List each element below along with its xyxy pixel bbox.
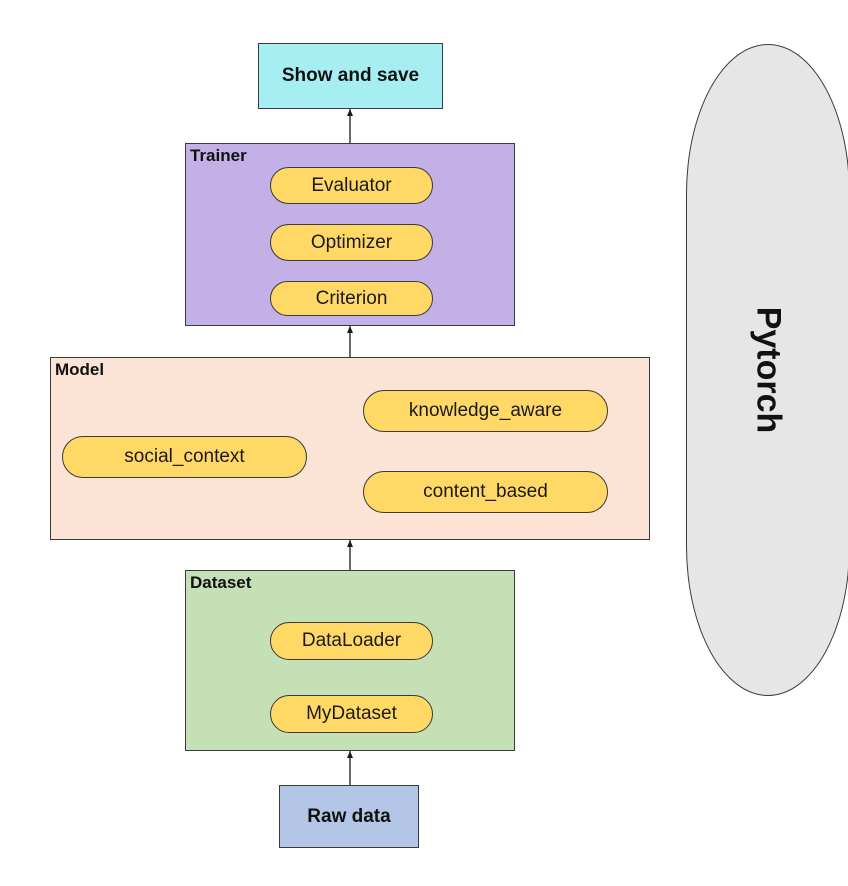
content-based-pill: content_based [363, 471, 608, 513]
pytorch-capsule: Pytorch [686, 44, 848, 696]
dataset-box: Dataset DataLoader MyDataset [185, 570, 515, 751]
model-title: Model [55, 360, 105, 379]
trainer-box: Trainer Evaluator Optimizer Criterion [185, 143, 515, 326]
raw-data-label: Raw data [307, 805, 391, 827]
mydataset-pill: MyDataset [270, 695, 433, 733]
pytorch-label: Pytorch [749, 306, 788, 434]
show-and-save-box: Show and save [258, 43, 443, 109]
evaluator-pill: Evaluator [270, 167, 433, 204]
criterion-pill: Criterion [270, 281, 433, 316]
model-box: Model knowledge_aware social_context con… [50, 357, 650, 540]
optimizer-pill: Optimizer [270, 224, 433, 261]
dataloader-pill: DataLoader [270, 622, 433, 660]
dataset-title: Dataset [190, 573, 252, 592]
knowledge-aware-pill: knowledge_aware [363, 390, 608, 432]
show-and-save-label: Show and save [281, 65, 420, 86]
trainer-title: Trainer [190, 146, 247, 165]
social-context-pill: social_context [62, 436, 307, 478]
raw-data-box: Raw data [279, 785, 419, 848]
